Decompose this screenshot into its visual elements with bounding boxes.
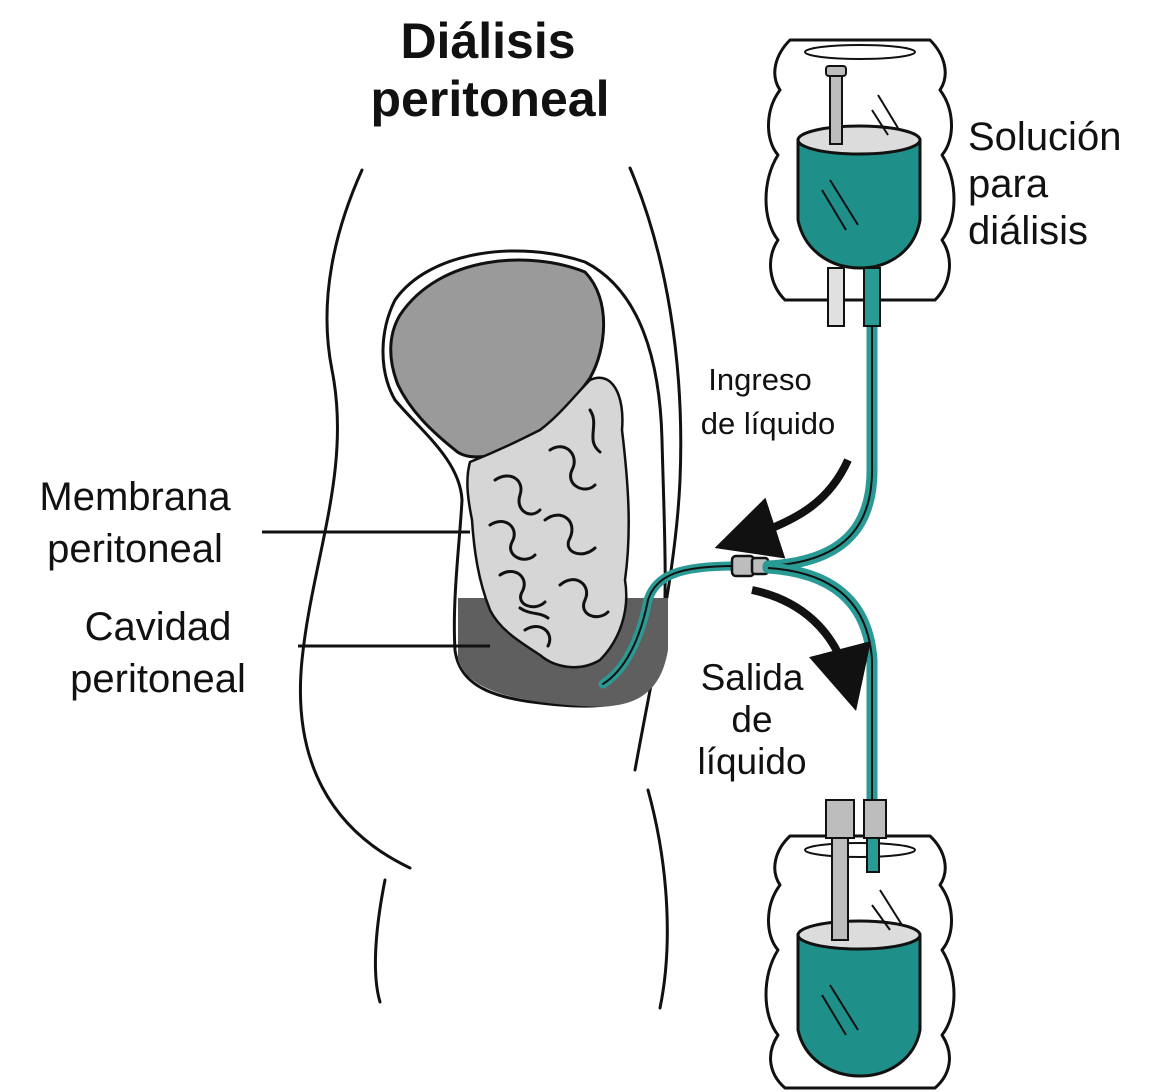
- bag-spike-top: [830, 72, 842, 144]
- label-inflow: Ingreso de líquido: [701, 362, 835, 441]
- drain-bag: [766, 800, 954, 1088]
- title-line-2: peritoneal: [371, 71, 610, 127]
- drain-port-right: [864, 800, 886, 838]
- label-membrane-line-1: Membrana: [39, 475, 231, 519]
- label-outflow-line-3: líquido: [697, 741, 806, 782]
- label-membrane-line-2: peritoneal: [47, 527, 223, 571]
- label-outflow-line-2: de: [731, 699, 772, 740]
- label-outflow-line-1: Salida: [701, 657, 804, 698]
- bag-port-top-right: [864, 268, 880, 326]
- label-membrane: Membrana peritoneal: [39, 475, 231, 571]
- inflow-arrow: [745, 460, 848, 538]
- body-left-contour: [300, 170, 410, 868]
- label-cavity-line-1: Cavidad: [85, 605, 232, 649]
- label-inflow-line-1: Ingreso: [708, 362, 811, 397]
- label-solution-line-1: Solución: [968, 115, 1121, 159]
- label-cavity: Cavidad peritoneal: [70, 605, 246, 701]
- dialysis-solution-bag: [766, 40, 954, 326]
- bag-fluid-bottom: [798, 935, 920, 1076]
- bag-spike-cap-top: [826, 66, 846, 76]
- label-inflow-line-2: de líquido: [701, 406, 835, 441]
- drain-port-tube: [867, 838, 879, 872]
- drain-bag-ring: [805, 843, 915, 857]
- bag-port-top-left: [828, 268, 844, 326]
- bag-bottom-opening: [798, 921, 920, 949]
- body-right-lower-contour: [648, 790, 667, 1008]
- label-outflow: Salida de líquido: [697, 657, 806, 782]
- label-solution: Solución para diálisis: [968, 115, 1121, 253]
- label-cavity-line-2: peritoneal: [70, 657, 246, 701]
- abdominal-organs: [383, 251, 668, 707]
- diagram-title: Diálisis peritoneal: [371, 13, 610, 127]
- bag-fluid-top: [798, 140, 920, 268]
- label-solution-line-2: para: [968, 162, 1049, 206]
- drain-port-left: [826, 800, 854, 838]
- label-solution-line-3: diálisis: [968, 209, 1088, 253]
- body-left-lower-contour: [375, 880, 385, 1002]
- bag-hanger-ring: [805, 45, 915, 59]
- title-line-1: Diálisis: [400, 13, 575, 69]
- bag-top-opening: [798, 126, 920, 154]
